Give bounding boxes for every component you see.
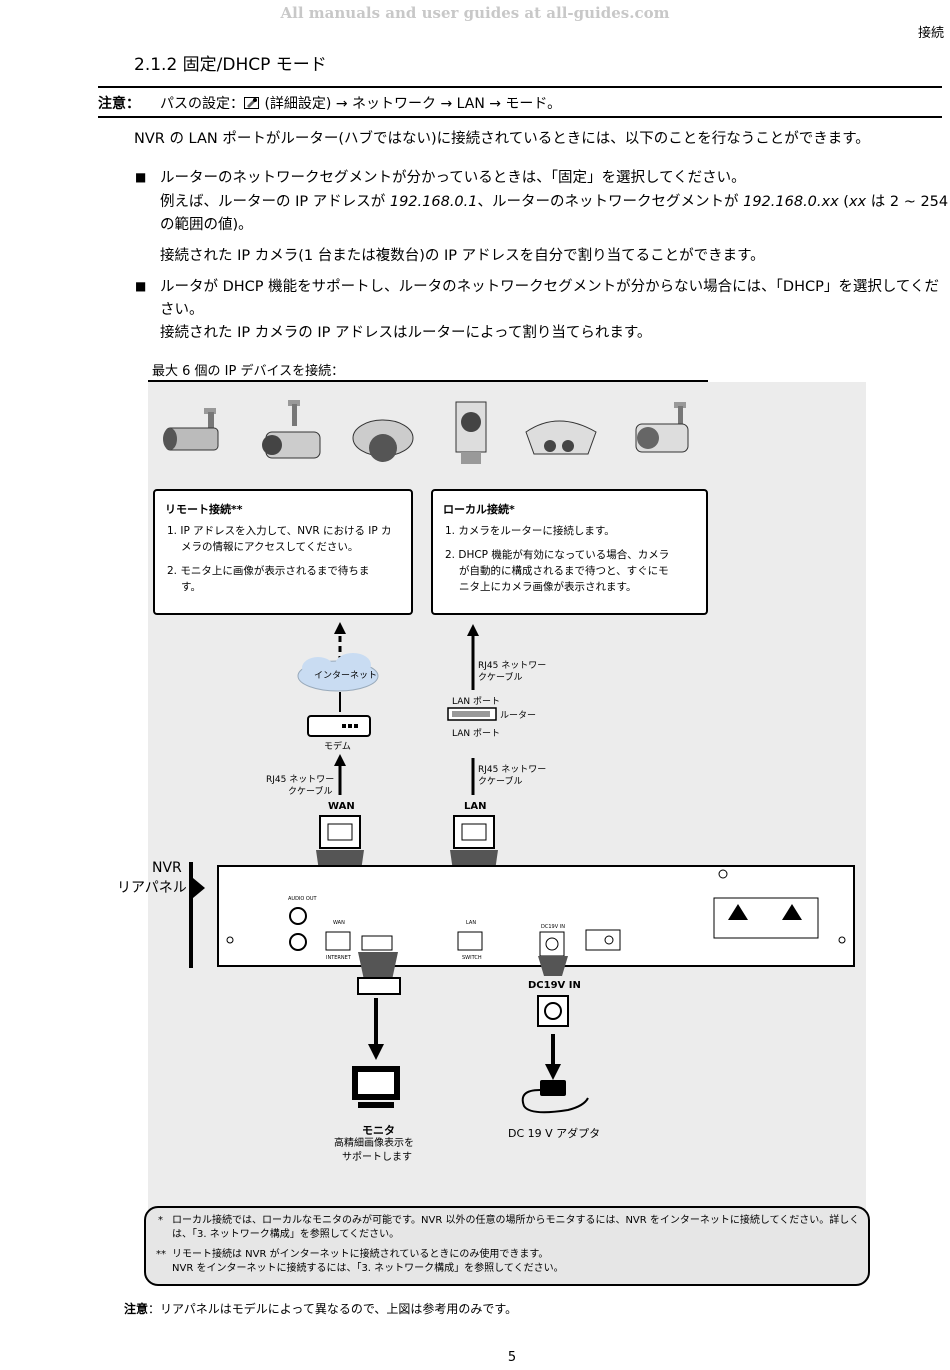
- router-label: ルーター: [500, 711, 537, 721]
- lan-port-label: LAN ポート: [452, 697, 500, 707]
- network-segment: 192.168.0.xx: [743, 194, 839, 210]
- rj45-label: RJ45 ネットワー: [478, 765, 547, 775]
- bottom-note-label: 注意: [124, 1302, 149, 1316]
- wan-port-icon: [319, 815, 361, 849]
- note-bar: [98, 86, 942, 118]
- section-tag: 接続: [917, 26, 944, 41]
- dc-in-label: DC19V IN: [528, 980, 581, 991]
- lan-label: LAN: [464, 801, 487, 812]
- bullet2-line3: 接続された IP カメラの IP アドレスはルーターによって割り当てられます。: [160, 325, 652, 341]
- panel-dc-label: DC19V IN: [541, 924, 565, 930]
- note-path-prefix: パスの設定：: [160, 96, 244, 112]
- bullet1-line2: 例えば、ルーターの IP アドレスが 192.168.0.1、ルーターのネットワ…: [160, 191, 948, 213]
- remote-connection-box: リモート接続** 1. IP アドレスを入力して、NVR における IP カ メ…: [153, 489, 413, 615]
- ptz-camera-icon: [525, 420, 597, 455]
- footnote2-line1: リモート接続は NVR がインターネットに接続されているときにのみ使用できます。: [172, 1249, 549, 1260]
- watermark: All manuals and user guides at all-guide…: [280, 4, 670, 22]
- connection-diagram: [217, 622, 855, 1114]
- power-adapter-icon: [521, 1080, 589, 1114]
- bottom-note: 注意：リアパネルはモデルによって異なるので、上図は参考用のみです。: [124, 1300, 517, 1317]
- bullet-camera-icon: [163, 408, 219, 451]
- text: は 2 ~ 254: [866, 194, 949, 210]
- wan-label: WAN: [328, 801, 355, 812]
- text: 例えば、ルーターの IP アドレスが: [160, 194, 390, 210]
- remote-box-title: リモート接続**: [165, 503, 243, 516]
- bullet1-line1: ルーターのネットワークセグメントが分かっているときは、「固定」を選択してください…: [160, 170, 746, 186]
- local-item: 1. カメラをルーターに接続します。: [445, 525, 615, 537]
- router-icon: [447, 707, 497, 721]
- nvr-pointer-icon: [193, 878, 205, 898]
- local-connection-box: ローカル接続* 1. カメラをルーターに接続します。 2. DHCP 機能が有効…: [431, 489, 708, 615]
- figure-caption: 最大 6 個の IP デバイスを接続：: [152, 364, 345, 379]
- bullet-icon: ■: [135, 279, 147, 293]
- bullet-icon: ■: [135, 170, 147, 184]
- monitor-icon: [352, 1066, 400, 1108]
- audio-out-label: AUDIO OUT: [288, 896, 317, 902]
- rj45-label: クケーブル: [288, 787, 333, 797]
- lan-port-icon: [453, 815, 495, 849]
- local-item: ニタ上にカメラ画像が表示されます。: [459, 581, 637, 593]
- rj45-label: RJ45 ネットワー: [266, 775, 335, 785]
- local-item: 2. DHCP 機能が有効になっている場合、カメラ: [445, 549, 670, 561]
- panel-wan-label: WAN: [333, 920, 345, 926]
- advanced-settings-icon: [244, 96, 260, 110]
- footnote1-line1: ローカル接続では、ローカルなモニタのみが可能です。NVR 以外の任意の場所からモ…: [172, 1215, 860, 1226]
- remote-item: す。: [181, 581, 201, 593]
- box-camera-icon: [262, 400, 321, 459]
- modem-label: モデム: [324, 742, 351, 752]
- outdoor-camera-icon: [635, 402, 689, 453]
- note-path-text: パスの設定： (詳細設定) → ネットワーク → LAN → モード。: [160, 93, 561, 113]
- rj45-label: RJ45 ネットワー: [478, 661, 547, 671]
- note-path-suffix: (詳細設定) → ネットワーク → LAN → モード。: [260, 96, 562, 112]
- bullet2-line2: さい。: [160, 302, 204, 318]
- nvr-label: NVR: [152, 860, 182, 876]
- remote-item: 1. IP アドレスを入力して、NVR における IP カ: [167, 525, 392, 537]
- rear-panel-label: リアパネル: [117, 880, 187, 896]
- rj45-label: クケーブル: [478, 777, 523, 787]
- adapter-label: DC 19 V アダプタ: [508, 1127, 601, 1140]
- local-item: が自動的に構成されるまで待つと、すぐにモ: [459, 565, 669, 577]
- bullet1-line4: 接続された IP カメラ(1 台または複数台)の IP アドレスを自分で割り当て…: [160, 248, 765, 264]
- monitor-sub: サポートします: [342, 1152, 412, 1163]
- note-label: 注意：: [98, 96, 140, 112]
- cube-camera-icon: [455, 401, 487, 464]
- xx-var: xx: [848, 194, 867, 210]
- panel-switch-label: SWITCH: [462, 955, 482, 961]
- dome-camera-icon: [352, 419, 414, 462]
- router-ip: 192.168.0.1: [389, 194, 478, 210]
- camera-row: [163, 400, 689, 464]
- panel-internet-label: INTERNET: [326, 955, 351, 961]
- footnote-box: [144, 1206, 870, 1286]
- local-box-title: ローカル接続*: [443, 503, 515, 516]
- footnote1-line2: は、「3. ネットワーク構成」を参照してください。: [172, 1229, 400, 1240]
- modem-icon: [307, 715, 371, 737]
- footnote2-line2: NVR をインターネットに接続するには、「3. ネットワーク構成」を参照してくだ…: [172, 1263, 564, 1274]
- caption-underline: [148, 380, 708, 382]
- bullet1-line3: の範囲の値)。: [160, 217, 253, 233]
- nvr-rear-panel: [217, 865, 855, 967]
- bottom-note-text: ：リアパネルはモデルによって異なるので、上図は参考用のみです。: [148, 1302, 518, 1316]
- page-number: 5: [507, 1350, 517, 1365]
- lan-port-label: LAN ポート: [452, 729, 500, 739]
- nvr-marker-bar: [189, 862, 193, 968]
- internet-label: インターネット: [314, 671, 378, 681]
- footnote1-mark: *: [158, 1215, 163, 1226]
- rj45-label: クケーブル: [478, 673, 523, 683]
- text: (: [838, 194, 849, 210]
- bullet2-line1: ルータが DHCP 機能をサポートし、ルータのネットワークセグメントが分からない…: [160, 279, 939, 295]
- monitor-label: モニタ: [362, 1124, 395, 1137]
- text: 、ルーターのネットワークセグメントが: [477, 194, 744, 210]
- remote-item: 2. モニタ上に画像が表示されるまで待ちま: [167, 565, 370, 577]
- internet-cloud-icon: [297, 653, 379, 692]
- panel-lan-label: LAN: [466, 920, 477, 926]
- monitor-sub: 高精細画像表示を: [334, 1138, 414, 1149]
- footnote2-mark: **: [156, 1249, 166, 1260]
- intro-text: NVR の LAN ポートがルーター(ハブではない)に接続されているときには、以…: [134, 131, 870, 147]
- section-title: 2.1.2 固定/DHCP モード: [134, 55, 327, 75]
- remote-item: メラの情報にアクセスしてください。: [181, 541, 359, 553]
